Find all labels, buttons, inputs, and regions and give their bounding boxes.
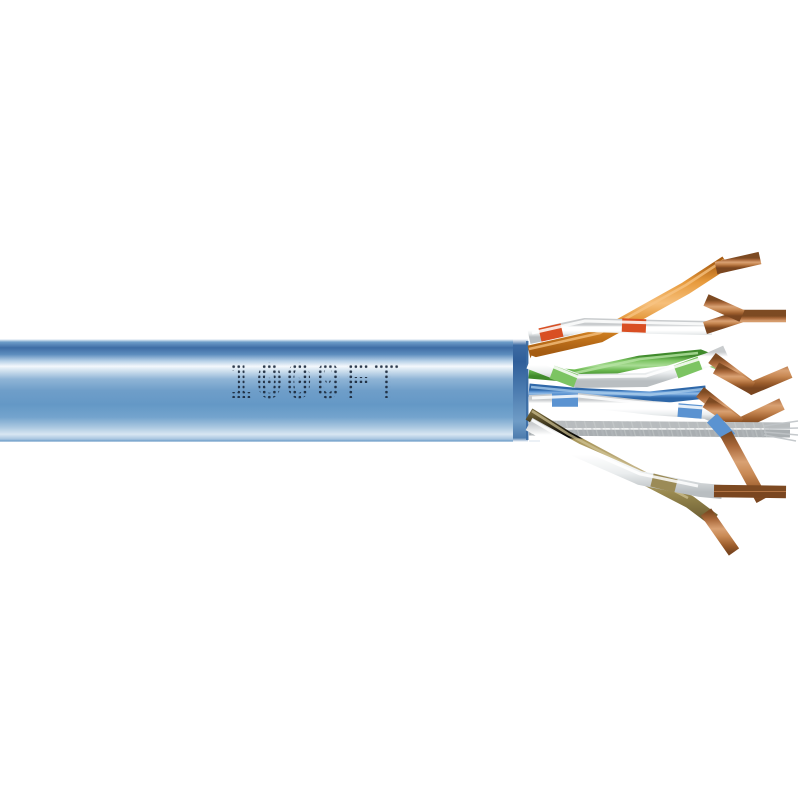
wire-orange-striped-gloss xyxy=(531,319,711,335)
stripe-band-green-2 xyxy=(673,356,703,379)
stripe-band-green-1 xyxy=(549,365,579,388)
jacket-cut-seam xyxy=(526,341,529,440)
conductor-copper-orange-striped-2 xyxy=(703,294,745,322)
stripe-band-brown-1 xyxy=(650,473,678,493)
conductor-fan-out xyxy=(525,251,799,556)
stripe-band-blue-2 xyxy=(677,403,703,419)
wire-green-striped-gloss xyxy=(531,355,707,379)
jacket-cut-end xyxy=(513,339,528,442)
ripcord-frayed-end xyxy=(763,420,799,442)
pair-brown xyxy=(525,408,787,556)
conductor-copper-brown-solid xyxy=(700,508,740,556)
conductor-copper-blue-2 xyxy=(702,396,744,430)
stripe-band-orange-2 xyxy=(621,318,647,333)
pair-blue xyxy=(528,383,785,432)
stripe-band-orange-1 xyxy=(538,323,564,342)
cable-jacket xyxy=(0,339,529,442)
pair-green xyxy=(526,345,793,396)
wire-brown-striped-gloss xyxy=(531,418,699,488)
wire-orange-solid-highlight xyxy=(528,258,725,351)
wire-blue-solid xyxy=(528,383,707,405)
wire-brown-striped xyxy=(525,417,723,499)
conductor-copper-orange-solid xyxy=(714,251,762,275)
pair-orange xyxy=(527,251,786,359)
conductor-copper-orange-striped xyxy=(703,309,786,334)
wire-blue-striped-gloss xyxy=(531,394,705,410)
conductor-copper-green-2 xyxy=(712,362,756,394)
wire-orange-solid xyxy=(527,256,730,359)
wire-blue-solid-highlight xyxy=(530,385,705,397)
conductor-copper-brown-striped xyxy=(713,484,787,499)
jacket-body xyxy=(0,339,522,442)
